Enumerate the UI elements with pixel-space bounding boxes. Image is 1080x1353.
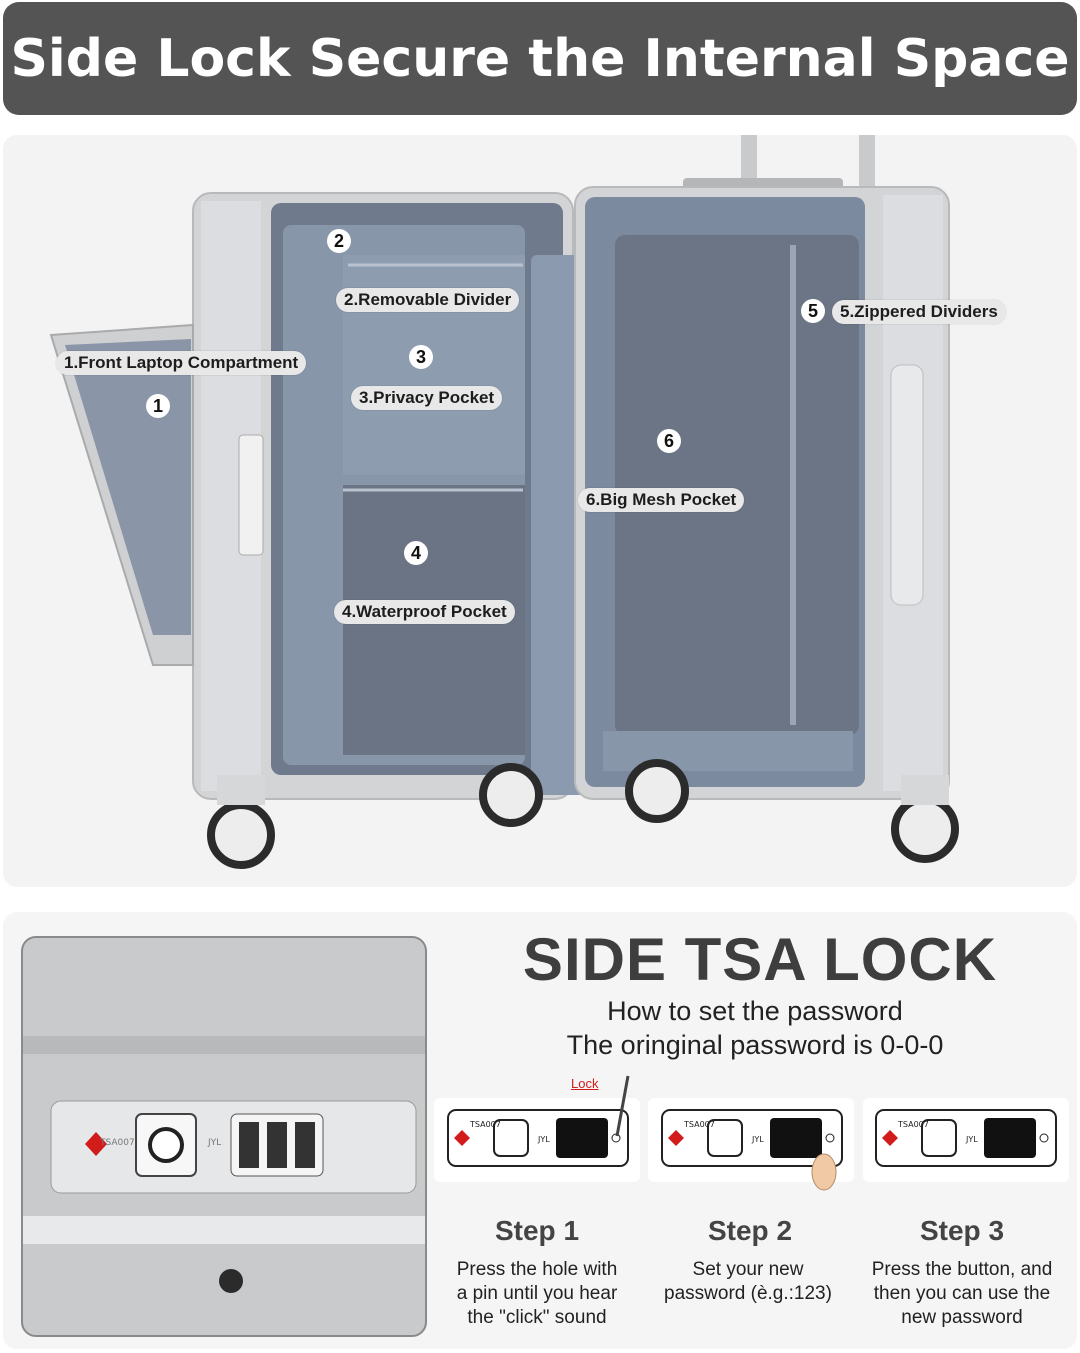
step-2-desc: Set your new password (è.g.:123) — [643, 1258, 853, 1306]
badge-2: 2 — [327, 229, 351, 253]
suitcase-illustration — [49, 135, 959, 869]
step-3-desc-line-3: new password — [901, 1307, 1023, 1328]
step-2-title: Step 2 — [707, 1215, 793, 1246]
lock-closeup-illustration — [21, 936, 427, 1337]
step-3-desc-line-2: then you can use the — [873, 1283, 1051, 1304]
label-front-laptop-compartment: 1.Front Laptop Compartment — [56, 351, 307, 375]
step-1-lock-illustration — [434, 1098, 640, 1182]
label-privacy-pocket: 3.Privacy Pocket — [351, 386, 503, 410]
label-big-mesh-pocket: 6.Big Mesh Pocket — [578, 488, 745, 512]
header-banner: Side Lock Secure the Internal Space — [3, 2, 1077, 115]
step-1-desc-line-1: Press the hole with — [456, 1259, 618, 1280]
brand-marking-step-1: JYL — [538, 1135, 550, 1144]
badge-6: 6 — [657, 429, 681, 453]
tsa-original-password: The oringinal password is 0-0-0 — [566, 1030, 944, 1060]
label-zippered-dividers: 5.Zippered Dividers — [832, 300, 1006, 324]
page-title: Side Lock Secure the Internal Space — [10, 28, 1070, 89]
label-removable-divider: 2.Removable Divider — [336, 288, 520, 312]
brand-marking-step-2: JYL — [752, 1135, 764, 1144]
tsa-marking-step-2: TSA007 — [684, 1120, 715, 1129]
tsa-marking-step-3: TSA007 — [898, 1120, 929, 1129]
brand-marking-step-3: JYL — [966, 1135, 978, 1144]
step-1-title: Step 1 — [494, 1215, 580, 1246]
badge-3: 3 — [409, 345, 433, 369]
step-2-lock-illustration — [648, 1098, 854, 1182]
label-waterproof-pocket: 4.Waterproof Pocket — [334, 600, 515, 624]
step-1-desc-line-2: a pin until you hear — [456, 1283, 618, 1304]
badge-5: 5 — [801, 299, 825, 323]
step-3-title: Step 3 — [919, 1215, 1005, 1246]
step-2-desc-line-2: password (è.g.:123) — [664, 1283, 832, 1304]
brand-marking-closeup: JYL — [208, 1138, 222, 1148]
tsa-title: SIDE TSA LOCK — [522, 926, 998, 993]
step-3-desc-line-1: Press the button, and — [871, 1259, 1053, 1280]
lock-hole-label: Lock — [571, 1076, 599, 1091]
step-3-desc: Press the button, and then you can use t… — [857, 1258, 1067, 1330]
step-1-desc-line-3: the "click" sound — [467, 1307, 607, 1328]
step-2-desc-line-1: Set your new — [692, 1259, 804, 1280]
badge-1: 1 — [146, 394, 170, 418]
badge-4: 4 — [404, 541, 428, 565]
step-1-desc: Press the hole with a pin until you hear… — [432, 1258, 642, 1330]
suitcase-panel: 1 1.Front Laptop Compartment 2 2.Removab… — [3, 135, 1077, 887]
tsa-subtitle: How to set the password — [607, 996, 903, 1026]
tsa-marking-step-1: TSA007 — [470, 1120, 501, 1129]
tsa-marking-closeup: TSA007 — [100, 1138, 135, 1148]
